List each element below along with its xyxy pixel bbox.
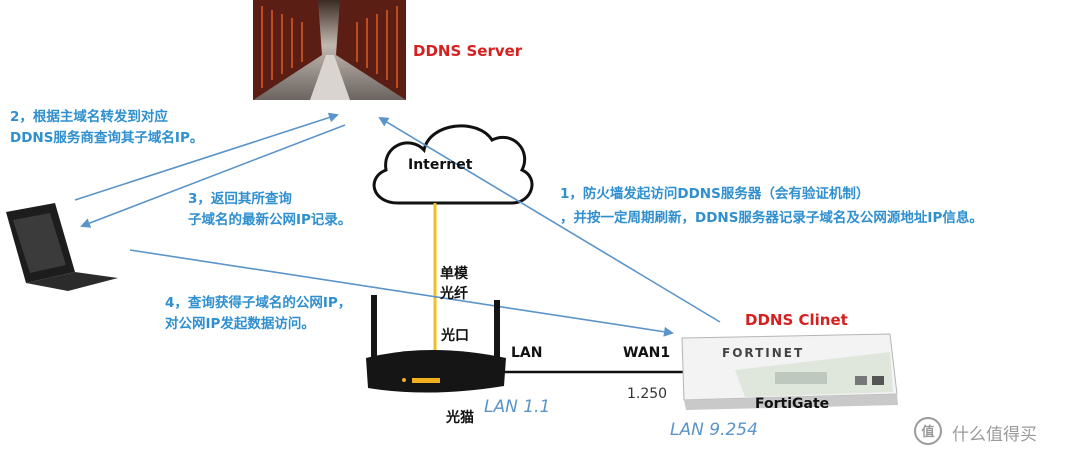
step1-line1: 1，防火墙发起访问DDNS服务器（会有验证机制） xyxy=(560,186,870,202)
step4-line2: 对公网IP发起数据访问。 xyxy=(165,316,315,332)
fiber-label: 单模 光纤 xyxy=(440,264,468,304)
watermark-text: 什么值得买 xyxy=(952,425,1037,445)
fiber-label-line2: 光纤 xyxy=(440,286,468,302)
server-room-image xyxy=(253,0,406,100)
watermark-logo-icon: 值 xyxy=(914,417,942,445)
flow-arrows xyxy=(74,112,721,337)
fortigate-wan-port-label: WAN1 xyxy=(623,345,671,361)
arrow-step1 xyxy=(378,116,721,323)
step1-line2: ，并按一定周期刷新，DDNS服务器记录子域名及公网源地址IP信息。 xyxy=(560,210,983,226)
step3-line2: 子域名的最新公网IP记录。 xyxy=(188,212,352,228)
modem-lan-ip: LAN 1.1 xyxy=(484,397,551,417)
server-title: DDNS Server xyxy=(413,42,523,60)
arrow-step4 xyxy=(129,249,674,337)
step1-text: 1，防火墙发起访问DDNS服务器（会有验证机制） ，并按一定周期刷新，DDNS服… xyxy=(560,182,983,230)
fortigate-wan-ip: 1.250 xyxy=(627,386,668,402)
fortigate-lan-ip: LAN 9.254 xyxy=(670,420,758,440)
step2-text: 2，根据主域名转发到对应 DDNS服务商查询其子域名IP。 xyxy=(10,107,203,149)
step2-line2: DDNS服务商查询其子域名IP。 xyxy=(10,130,204,146)
fiber-label-line1: 单模 xyxy=(440,266,468,282)
svg-text:值: 值 xyxy=(921,424,934,440)
modem-label: 光猫 xyxy=(446,410,474,426)
step2-line1: 2，根据主域名转发到对应 xyxy=(10,109,168,125)
step3-line1: 3，返回其所查询 xyxy=(188,191,292,207)
step4-text: 4，查询获得子域名的公网IP， 对公网IP发起数据访问。 xyxy=(165,293,351,335)
fiber-port-label: 光口 xyxy=(441,328,469,344)
fortigate-device-label: FortiGate xyxy=(755,396,830,412)
laptop-icon xyxy=(6,203,118,291)
fortigate-device-icon xyxy=(681,333,898,410)
internet-cloud-icon xyxy=(372,124,534,205)
arrow-step3 xyxy=(80,124,346,228)
modem-lan-port-label: LAN xyxy=(511,345,543,361)
step4-line1: 4，查询获得子域名的公网IP， xyxy=(165,295,352,311)
cloud-label: Internet xyxy=(408,157,473,173)
router-icon xyxy=(366,295,506,393)
fortinet-brand: FORTINET xyxy=(722,346,805,360)
arrow-step2 xyxy=(74,112,339,201)
step3-text: 3，返回其所查询 子域名的最新公网IP记录。 xyxy=(188,189,351,231)
client-title: DDNS Clinet xyxy=(745,311,848,329)
